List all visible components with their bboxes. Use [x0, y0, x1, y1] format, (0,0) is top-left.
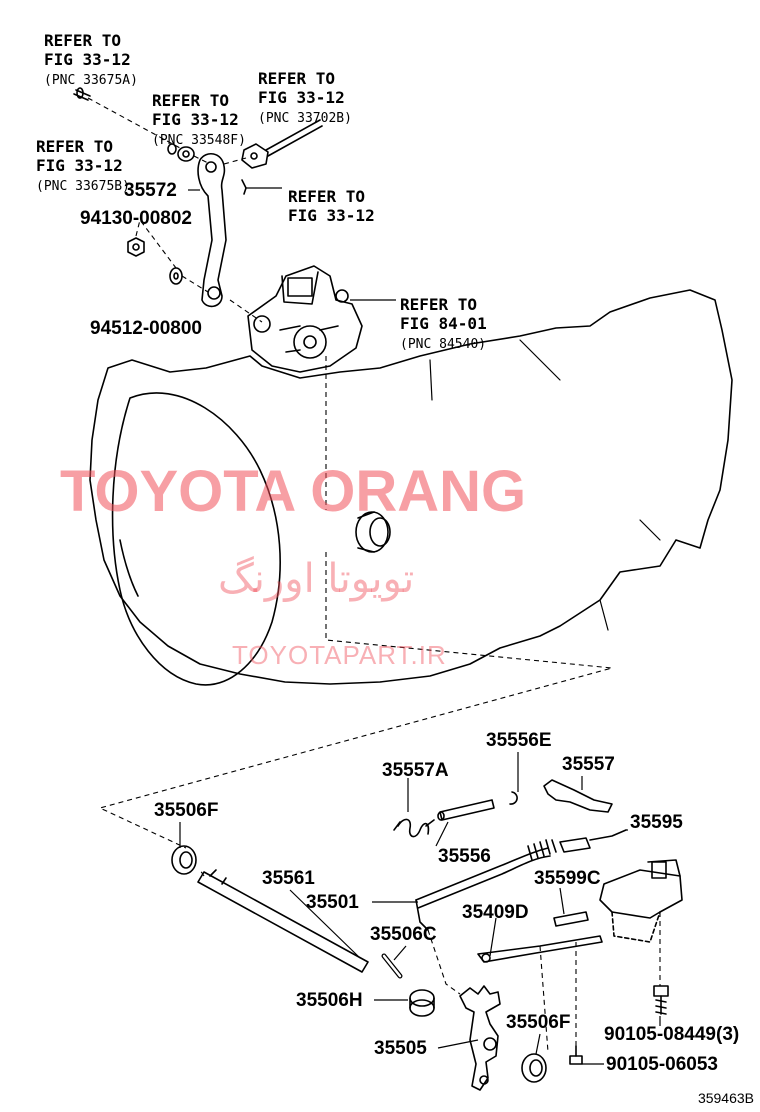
- part-35506f-bottom: 35506F: [506, 1012, 571, 1033]
- rod-end-pin: [73, 87, 91, 101]
- part-35556: 35556: [438, 846, 491, 867]
- part-35561: 35561: [262, 868, 315, 889]
- neutral-start-switch: [247, 265, 363, 373]
- watermark-brand: TOYOTA ORANG: [60, 459, 527, 524]
- clip: [241, 179, 247, 195]
- part-90105-08449: 90105-08449(3): [604, 1024, 740, 1045]
- spring-35557a: [393, 818, 435, 838]
- ref-fig-33-12: REFER TO FIG 33-12: [288, 168, 375, 225]
- e-ring: [509, 791, 518, 805]
- ref-33702b: REFER TO FIG 33-12 (PNC 33702B): [258, 50, 352, 128]
- ref-line1: REFER TO: [36, 137, 114, 156]
- ref-line1: REFER TO: [152, 91, 230, 110]
- ref-line2: FIG 33-12: [258, 88, 345, 107]
- ref-pnc: (PNC 33675A): [44, 73, 138, 88]
- spring-pin: [381, 953, 403, 979]
- ref-line1: REFER TO: [44, 31, 122, 50]
- part-35505: 35505: [374, 1038, 427, 1059]
- control-rod-end: [241, 119, 323, 169]
- bell-housing: [111, 392, 281, 686]
- bushing-33548f: [177, 146, 195, 162]
- ref-84540: REFER TO FIG 84-01 (PNC 84540): [400, 276, 487, 354]
- ref-line2: FIG 33-12: [36, 156, 123, 175]
- ref-line1: REFER TO: [400, 295, 478, 314]
- pin-35556: [437, 799, 495, 821]
- part-35556e: 35556E: [486, 730, 552, 751]
- ref-33675a: REFER TO FIG 33-12 (PNC 33675A): [44, 12, 138, 90]
- part-94512-00800: 94512-00800: [90, 318, 202, 339]
- bracket-35557: [543, 779, 613, 813]
- part-35572: 35572: [124, 180, 177, 201]
- ref-line1: REFER TO: [288, 187, 366, 206]
- oil-seal-bottom: [521, 1053, 547, 1083]
- part-35557: 35557: [562, 754, 615, 775]
- bolt-90105-08449: [653, 985, 669, 1015]
- cable-35501: [415, 829, 627, 931]
- manual-lever: [197, 153, 227, 308]
- diagram-code: 359463B: [697, 1090, 754, 1106]
- bracket-35595: [599, 859, 683, 943]
- ref-pnc: (PNC 33675B): [36, 179, 130, 194]
- part-35501: 35501: [306, 892, 359, 913]
- ref-33675b: REFER TO FIG 33-12 (PNC 33675B): [36, 118, 130, 196]
- bolt-90105-06053: [569, 1045, 583, 1065]
- part-35506h: 35506H: [296, 990, 363, 1011]
- watermark-url: TOYOTAPART.IR: [232, 640, 447, 670]
- part-35409d: 35409D: [462, 902, 529, 923]
- case-bushing: [355, 511, 391, 553]
- ref-line2: FIG 33-12: [44, 50, 131, 69]
- ref-pnc: (PNC 33702B): [258, 111, 352, 126]
- ref-line2: FIG 84-01: [400, 314, 487, 333]
- ref-pnc: (PNC 84540): [400, 337, 487, 352]
- lever-35505: [459, 985, 501, 1091]
- part-35506c: 35506C: [370, 924, 437, 945]
- part-35595: 35595: [630, 812, 683, 833]
- watermark-persian: تویوتا اورنگ: [218, 556, 415, 602]
- part-35506f-top: 35506F: [154, 800, 219, 821]
- part-35599c: 35599C: [534, 868, 601, 889]
- ref-line2: FIG 33-12: [288, 206, 375, 225]
- nut-94130: [127, 237, 145, 257]
- part-35557a: 35557A: [382, 760, 449, 781]
- part-94130-00802: 94130-00802: [80, 208, 192, 229]
- bushing-35506h: [409, 989, 435, 1017]
- washer-94512: [169, 267, 183, 285]
- shaft-35561: [197, 869, 369, 973]
- ref-pnc: (PNC 33548F): [152, 133, 246, 148]
- part-90105-06053: 90105-06053: [606, 1054, 718, 1075]
- ref-33548f: REFER TO FIG 33-12 (PNC 33548F): [152, 72, 246, 150]
- nut-33675b: [167, 143, 177, 155]
- ref-line2: FIG 33-12: [152, 110, 239, 129]
- ref-line1: REFER TO: [258, 69, 336, 88]
- oil-seal-top: [171, 845, 197, 875]
- transmission-case: [89, 289, 733, 685]
- clip-35599c: [553, 911, 589, 927]
